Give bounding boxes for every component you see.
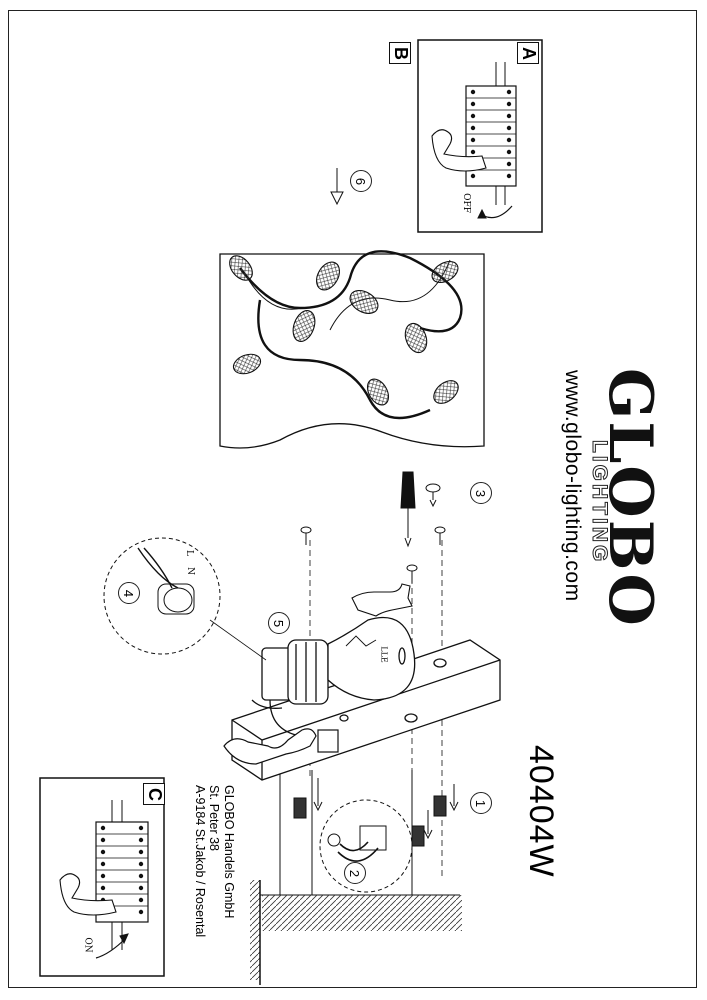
website-url[interactable]: www.globo-lighting.com: [561, 370, 584, 602]
wiring-detail: [319, 799, 413, 893]
screw-icon: [300, 526, 446, 583]
arrow-icon: [313, 778, 459, 840]
model-number: 40404W: [522, 745, 560, 878]
down-arrow-icon: [330, 168, 344, 206]
company-address: GLOBO Handels GmbH St. Peter 38 A-9184 S…: [193, 785, 236, 938]
panel-label-a: A: [517, 42, 539, 64]
wire-label-n: N: [184, 567, 195, 575]
wall-anchor-icon: [293, 795, 447, 847]
step-2-badge: 2: [344, 862, 366, 884]
hatching-strip: [262, 895, 462, 931]
address-line: St. Peter 38: [207, 785, 222, 852]
hand-icon: [351, 583, 413, 617]
bulb-label: LLE: [379, 646, 389, 663]
step-4-badge: 4: [118, 582, 140, 604]
lamp-socket: [251, 639, 329, 737]
panel-switch-off: [417, 39, 543, 233]
step-3-badge: 3: [470, 482, 492, 504]
address-line: A-9184 St.Jakob / Rosental: [193, 785, 207, 938]
step-1-badge: 1: [470, 792, 492, 814]
switch-off-label: OFF: [460, 193, 471, 213]
address-line: GLOBO Handels GmbH: [222, 785, 236, 919]
panel-label-c: C: [143, 783, 165, 805]
step-6-badge: 6: [350, 170, 372, 192]
wire-label-l: L: [183, 550, 194, 556]
panel-label-b: B: [389, 42, 411, 64]
glass-shade-illustration: [219, 250, 485, 449]
step-5-badge: 5: [268, 612, 290, 634]
switch-on-label: ON: [82, 937, 93, 953]
socket-detail: [103, 537, 267, 661]
screwdriver-icon: [400, 471, 441, 548]
page-frame: [8, 10, 697, 988]
brand-sub-label: LIGHTING: [588, 440, 612, 565]
wire-bracket: [223, 728, 339, 765]
panel-switch-on: [39, 777, 165, 977]
light-bulb-icon: [327, 616, 416, 701]
